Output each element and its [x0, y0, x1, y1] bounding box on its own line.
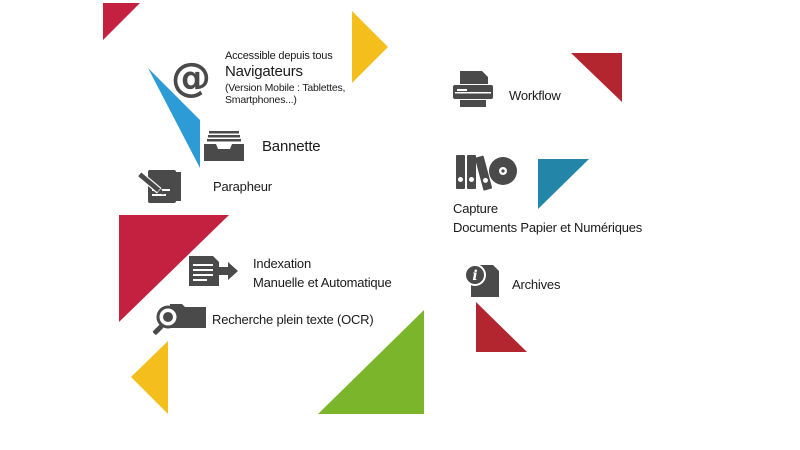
- capture-line1: Capture: [453, 201, 498, 216]
- triangle-yellow-bottom-left: [131, 341, 168, 414]
- triangle-darkred-top-right: [571, 53, 622, 102]
- triangle-crimson-large: [119, 215, 229, 322]
- magnifier-folder-icon: [152, 300, 208, 341]
- workflow-label: Workflow: [509, 88, 561, 103]
- parapheur-label: Parapheur: [213, 179, 272, 194]
- navigateurs-intro: Accessible depuis tous: [225, 50, 333, 62]
- bannette-label: Bannette: [262, 138, 321, 155]
- indexation-label: Indexation Manuelle et Automatique: [253, 254, 392, 292]
- navigateurs-detail-2: Smartphones...): [225, 94, 297, 106]
- printer-icon: [452, 70, 494, 113]
- svg-text:@: @: [171, 58, 211, 98]
- navigateurs-label: Accessible depuis tous Navigateurs (Vers…: [225, 50, 345, 106]
- capture-line2: Documents Papier et Numériques: [453, 220, 643, 235]
- capture-label: Capture Documents Papier et Numériques: [453, 199, 642, 237]
- triangle-crimson-top-left: [103, 3, 140, 40]
- info-document-icon: i: [463, 263, 501, 304]
- indexation-line1: Indexation: [253, 256, 311, 271]
- triangle-yellow-top: [352, 11, 388, 83]
- triangle-blue-left: [148, 68, 200, 168]
- svg-text:i: i: [472, 268, 477, 284]
- binders-disc-icon: [455, 153, 519, 196]
- inbox-tray-icon: [203, 130, 245, 167]
- navigateurs-detail-1: (Version Mobile : Tablettes,: [225, 82, 346, 94]
- triangle-darkred-bottom-right: [476, 302, 527, 352]
- archives-label: Archives: [512, 277, 561, 292]
- document-export-icon: [187, 254, 239, 293]
- at-sign-icon: @: [171, 55, 211, 103]
- recherche-label: Recherche plein texte (OCR): [212, 312, 374, 327]
- signature-book-icon: [134, 167, 184, 210]
- triangle-teal-right: [538, 159, 589, 209]
- navigateurs-title: Navigateurs: [225, 63, 303, 80]
- triangle-green-large: [318, 310, 424, 414]
- indexation-line2: Manuelle et Automatique: [253, 275, 392, 290]
